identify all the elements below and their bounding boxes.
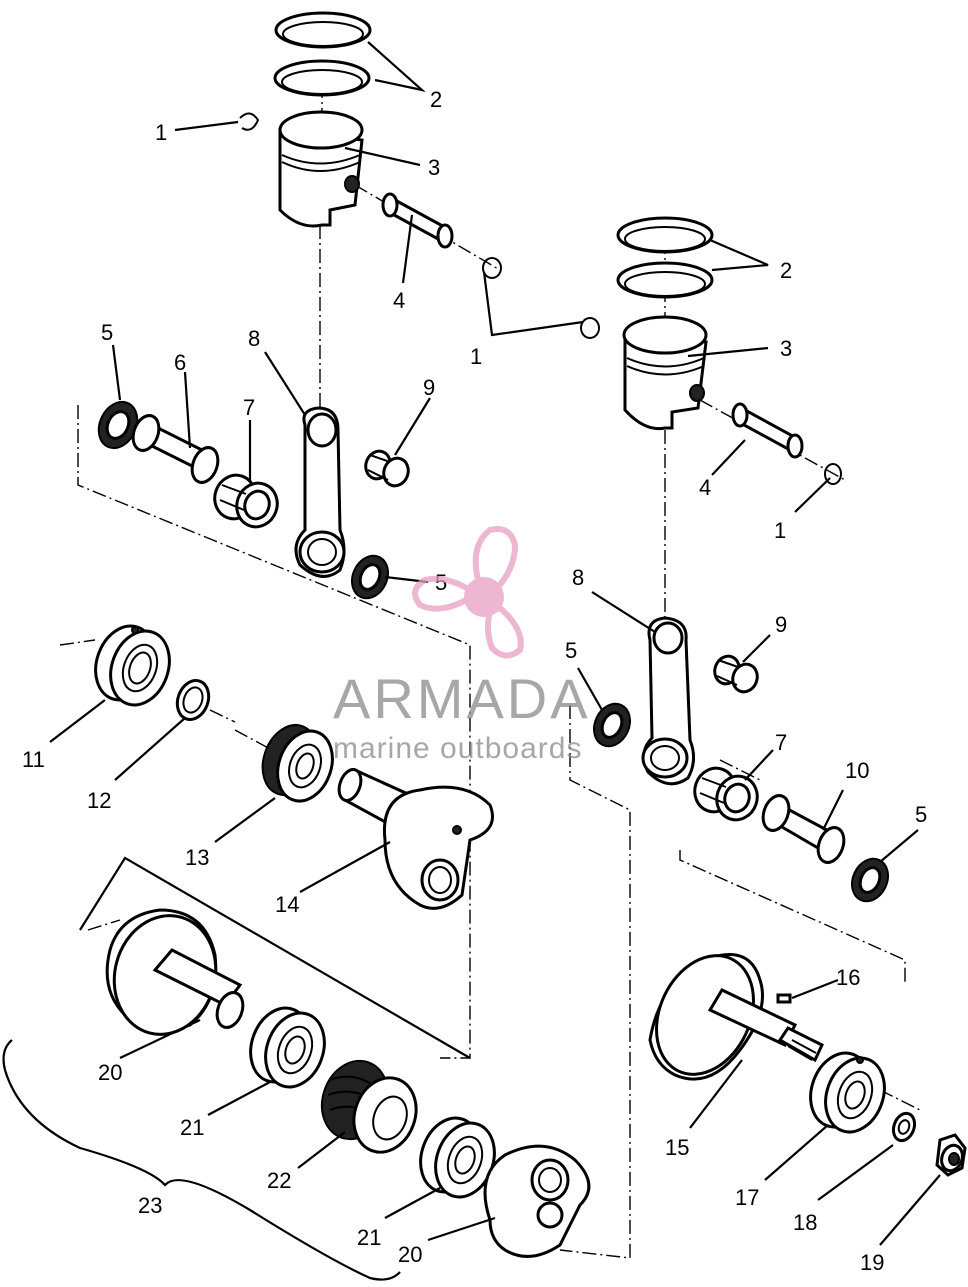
needle-bearing-large-left bbox=[213, 473, 279, 529]
crank-web-20 bbox=[483, 1144, 591, 1258]
circlip-right-1 bbox=[580, 317, 600, 339]
washer-12 bbox=[175, 679, 211, 721]
callout-1-left-top: 1 bbox=[155, 120, 167, 145]
callout-18: 18 bbox=[793, 1210, 817, 1235]
callout-10: 10 bbox=[845, 758, 869, 783]
watermark-tagline: marine outboards bbox=[333, 732, 582, 765]
callout-7-right: 7 bbox=[775, 730, 787, 755]
callout-2-right: 2 bbox=[780, 258, 792, 283]
callout-14: 14 bbox=[275, 892, 299, 917]
washer-18 bbox=[891, 1111, 917, 1143]
woodruff-key-16 bbox=[776, 993, 792, 1004]
callout-1-center: 1 bbox=[470, 344, 482, 369]
crank-seal-center bbox=[351, 554, 389, 600]
callout-22: 22 bbox=[267, 1168, 291, 1193]
nut-19 bbox=[935, 1133, 967, 1177]
crank-seal-right-inner bbox=[593, 702, 631, 748]
piston-rings-left bbox=[273, 11, 372, 97]
callout-1-right: 1 bbox=[774, 518, 786, 543]
main-bearing-13 bbox=[261, 724, 334, 803]
crank-seal-right-outer bbox=[851, 857, 889, 903]
callout-3-left: 3 bbox=[428, 155, 440, 180]
callout-4-right: 4 bbox=[699, 475, 711, 500]
callout-20-top: 20 bbox=[98, 1060, 122, 1085]
crank-pin-left bbox=[131, 414, 220, 484]
crankshaft-half-15 bbox=[648, 953, 824, 1081]
watermark-brand: ARMADA bbox=[333, 667, 591, 730]
callout-11: 11 bbox=[22, 747, 45, 772]
needle-bearing-small-right bbox=[713, 654, 759, 694]
main-bearing-21-top bbox=[249, 1006, 326, 1089]
leader-lines bbox=[2, 41, 941, 1281]
callout-9-right: 9 bbox=[775, 612, 787, 637]
callout-12: 12 bbox=[87, 788, 111, 813]
callout-labels: 1 2 3 4 1 5 6 7 8 9 2 3 4 1 5 8 9 5 7 10… bbox=[22, 87, 927, 1275]
crank-bracket-23 bbox=[79, 856, 471, 1059]
callout-5-right-outer: 5 bbox=[915, 802, 927, 827]
callout-8-left: 8 bbox=[248, 326, 260, 351]
piston-left bbox=[278, 110, 364, 228]
connecting-rod-right bbox=[641, 616, 695, 786]
main-bearing-17 bbox=[809, 1051, 886, 1134]
callout-5-right-inner: 5 bbox=[565, 638, 577, 663]
callout-20-bottom: 20 bbox=[398, 1242, 422, 1267]
propeller-logo-icon bbox=[412, 526, 524, 659]
piston-pin-left bbox=[381, 192, 454, 249]
circlip-left-2 bbox=[482, 257, 502, 279]
callout-19: 19 bbox=[860, 1250, 884, 1275]
needle-bearing-small-left bbox=[364, 449, 410, 488]
main-bearing-11 bbox=[94, 624, 171, 707]
callout-4-left: 4 bbox=[393, 288, 405, 313]
callout-23: 23 bbox=[138, 1193, 162, 1218]
callout-6: 6 bbox=[174, 350, 186, 375]
callout-16: 16 bbox=[836, 965, 860, 990]
circlip-left-1 bbox=[239, 112, 260, 131]
main-bearing-21-bottom bbox=[419, 1116, 496, 1199]
crank-pin-right bbox=[761, 794, 846, 864]
callout-9-left: 9 bbox=[423, 375, 435, 400]
needle-bearing-large-right bbox=[693, 766, 759, 822]
piston-rings-right bbox=[616, 216, 714, 299]
crankshaft-half-14 bbox=[337, 767, 494, 910]
callout-21-top: 21 bbox=[180, 1115, 204, 1140]
callout-2-left: 2 bbox=[430, 87, 442, 112]
crank-flywheel-20 bbox=[105, 908, 245, 1036]
armada-watermark: ARMADA marine outboards bbox=[333, 526, 591, 765]
piston-right bbox=[622, 315, 708, 431]
connecting-rod-left bbox=[294, 406, 346, 578]
callout-3-right: 3 bbox=[780, 336, 792, 361]
callout-13: 13 bbox=[185, 845, 209, 870]
assembly-lines bbox=[59, 60, 921, 1259]
callout-8-right: 8 bbox=[572, 565, 584, 590]
callout-5-left-top: 5 bbox=[101, 320, 113, 345]
callout-21-bottom: 21 bbox=[357, 1225, 381, 1250]
callout-7-left: 7 bbox=[243, 395, 255, 420]
labyrinth-seal-22 bbox=[320, 1059, 418, 1154]
callout-15: 15 bbox=[665, 1135, 689, 1160]
piston-pin-right bbox=[731, 402, 804, 459]
circlip-right-2 bbox=[824, 463, 842, 485]
callout-17: 17 bbox=[735, 1185, 759, 1210]
